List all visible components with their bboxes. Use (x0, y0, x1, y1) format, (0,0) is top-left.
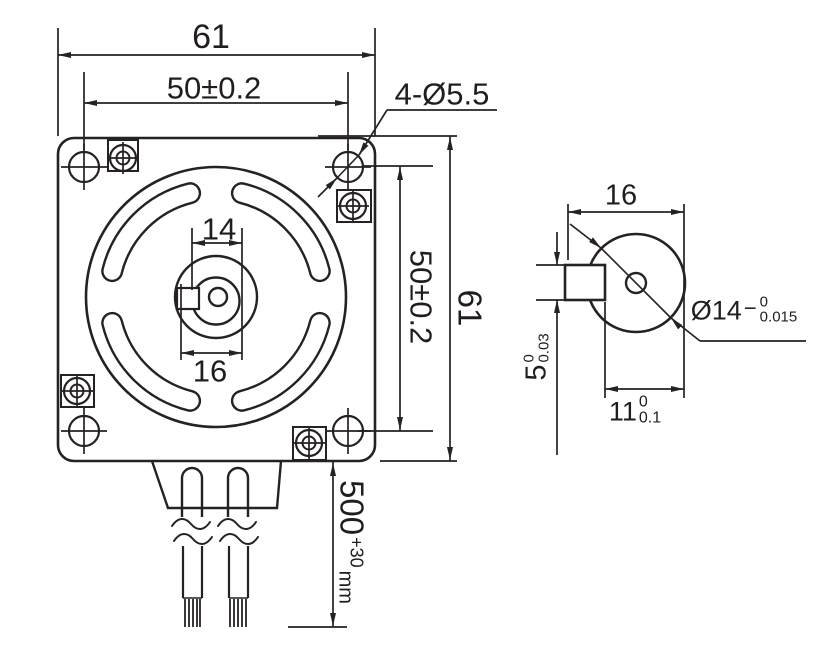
dim-side-flat-depth: 5 0 0.03 (520, 333, 553, 381)
flat-length-tolerance: 0 0.1 (638, 393, 662, 426)
dim-cable-length: 500 +30 mm (333, 480, 371, 604)
cable-length-value: 500 (333, 480, 371, 536)
flat-depth-tolerance: 0 0.03 (520, 333, 552, 363)
dim-front-width-top: 61 (192, 18, 230, 56)
flat-depth-value: 5 (520, 364, 553, 381)
dim-front-height-right: 61 (451, 289, 489, 327)
dim-front-shaft-dia: 14 (201, 211, 237, 247)
cable-length-tolerance: +30 (346, 537, 367, 568)
flat-length-value: 11 (608, 396, 637, 427)
dim-front-hole-spacing-right: 50±0.2 (403, 249, 439, 345)
cable-length-unit: mm (334, 570, 357, 604)
shaft-diameter-value: Ø14 (690, 295, 742, 326)
dim-side-flat-length: 11 0 0.1 (609, 394, 661, 425)
shaft-diameter-tolerance: 0 0.015 (759, 293, 798, 325)
dim-side-shaft-diameter: Ø14 − 0 0.015 (690, 293, 798, 326)
label-mounting-holes: 4-Ø5.5 (394, 76, 490, 112)
dim-front-hole-spacing-top: 50±0.2 (166, 70, 262, 106)
dim-side-shaft-length: 16 (604, 179, 638, 212)
shaft-diameter-sign: − (743, 295, 757, 320)
dim-front-pilot-dia: 16 (192, 353, 228, 389)
